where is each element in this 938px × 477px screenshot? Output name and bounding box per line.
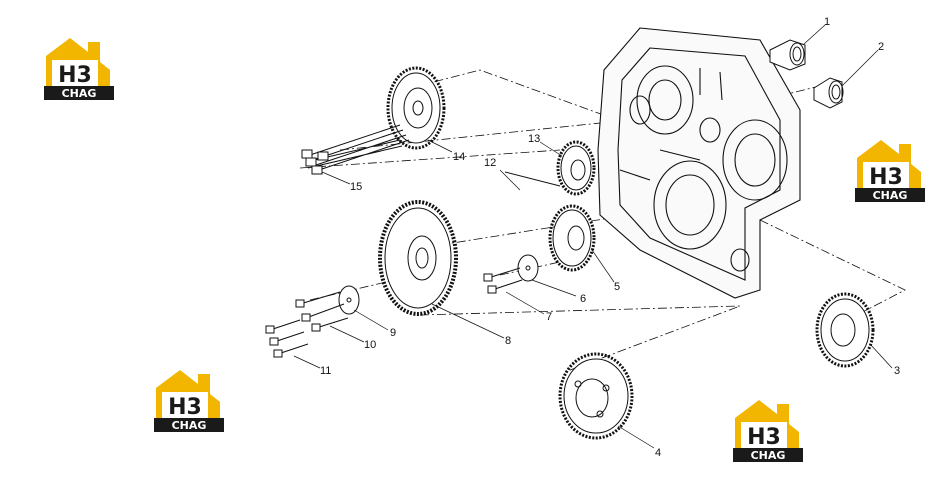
part-9-washer (338, 285, 360, 315)
callout-10: 10 (364, 339, 376, 351)
part-4-gear (558, 352, 634, 440)
callout-9: 9 (390, 327, 396, 339)
svg-text:CHAG: CHAG (172, 419, 207, 432)
part-3-gear (815, 292, 875, 368)
svg-text:H3: H3 (58, 63, 92, 88)
brand-logo-bottom-right: H3 CHAG (733, 396, 803, 462)
brand-logo-icon: H3 CHAG (733, 400, 803, 462)
svg-text:H3: H3 (747, 425, 781, 450)
part-7-bolts (483, 267, 523, 294)
brand-logo-top-left: H3 CHAG (44, 34, 114, 100)
svg-text:CHAG: CHAG (873, 189, 908, 202)
callout-13: 13 (528, 133, 540, 145)
part-14-gear (386, 66, 446, 150)
part-11-bolts (265, 319, 309, 358)
svg-text:H3: H3 (168, 395, 202, 420)
callout-11: 11 (320, 365, 331, 377)
callout-8: 8 (505, 335, 511, 347)
part-6-washer (517, 254, 539, 282)
callout-15: 15 (350, 181, 362, 193)
brand-logo-icon: H3 CHAG (44, 38, 114, 100)
brand-logo-icon: H3 CHAG (855, 140, 925, 202)
callout-6: 6 (580, 293, 586, 305)
callout-7: 7 (546, 311, 552, 323)
part-13-gear (556, 140, 596, 196)
callout-12: 12 (484, 157, 496, 169)
part-8-large-gear (378, 200, 458, 316)
callout-5: 5 (614, 281, 620, 293)
brand-logo-right: H3 CHAG (855, 136, 925, 202)
brand-logo-bottom-left: H3 CHAG (154, 366, 224, 432)
part-10-bolts (295, 291, 349, 332)
timing-gear-housing (597, 27, 801, 299)
callout-labels: 1 2 3 4 5 6 7 8 9 10 11 12 13 14 15 (320, 16, 900, 459)
callout-4: 4 (655, 447, 661, 459)
callout-3: 3 (894, 365, 900, 377)
svg-text:CHAG: CHAG (62, 87, 97, 100)
callout-14: 14 (453, 151, 465, 163)
callout-1: 1 (824, 16, 830, 28)
svg-text:CHAG: CHAG (751, 449, 786, 462)
brand-logo-icon: H3 CHAG (154, 370, 224, 432)
part-15-bolts (301, 124, 410, 175)
part-5-gear (548, 204, 596, 272)
callout-leaders (293, 24, 893, 449)
part-12-shaft (504, 171, 561, 187)
part-1-sleeve (769, 39, 806, 71)
svg-text:H3: H3 (869, 165, 903, 190)
callout-2: 2 (878, 41, 884, 53)
part-2-sleeve (813, 77, 844, 109)
